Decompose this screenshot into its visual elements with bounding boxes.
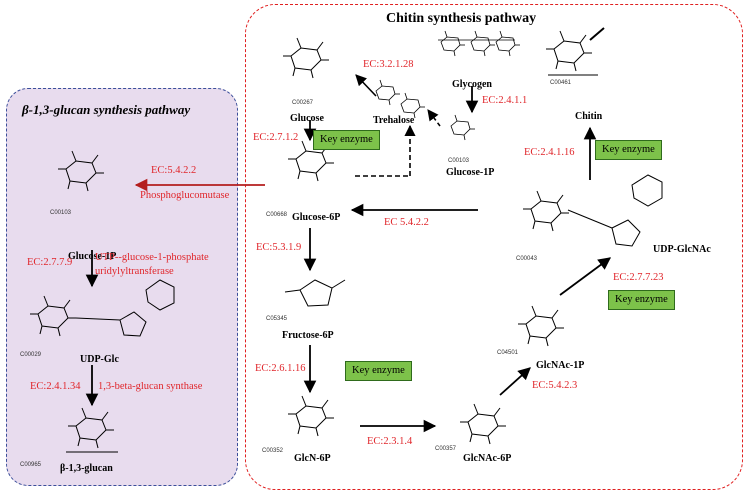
compound-glucose-1p: Glucose-1P: [446, 167, 495, 178]
glucan-pathway-panel: [6, 88, 238, 486]
compound-glucose-1p-glucan: Glucose-1P: [68, 251, 117, 262]
compound-glcn-6p: GlcN-6P: [294, 453, 331, 464]
enzyme-utp-line2: uridylyltransferase: [95, 266, 174, 277]
glcn-6p-structure: [287, 395, 335, 437]
enzyme-ec-3-2-1-28: EC:3.2.1.28: [363, 59, 414, 70]
compound-trehalose: Trehalose: [373, 115, 415, 126]
code-c00043: C00043: [516, 256, 538, 262]
compound-udp-glc: UDP-Glc: [80, 354, 119, 365]
enzyme-ec-2-7-1-2: EC:2.7.1.2: [253, 132, 299, 143]
glycogen-structure: [438, 30, 521, 57]
compound-fructose-6p: Fructose-6P: [282, 330, 334, 341]
enzyme-ec-2-6-1-16: EC:2.6.1.16: [255, 363, 306, 374]
enzyme-ec-2-4-1-16: EC:2.4.1.16: [524, 147, 575, 158]
fructose-6p-structure: [284, 279, 346, 307]
compound-beta-glucan: β-1,3-glucan: [60, 463, 113, 474]
glucan-pathway-title: β-1,3-glucan synthesis pathway: [22, 102, 191, 117]
code-c05345: C05345: [266, 316, 288, 322]
enzyme-glucan-synthase: 1,3-beta-glucan synthase: [98, 381, 203, 392]
enzyme-utp-line1: UTP--glucose-1-phosphate: [95, 252, 209, 263]
code-c00352: C00352: [262, 448, 284, 454]
enzyme-ec-5-4-2-2-glucan: EC:5.4.2.2: [151, 165, 197, 176]
enzyme-ec-2-3-1-4: EC:2.3.1.4: [367, 436, 413, 447]
key-enzyme-badge-ec-2-6-1-16: Key enzyme: [345, 361, 412, 381]
compound-glcnac-6p: GlcNAc-6P: [463, 453, 512, 464]
udp-glc-structure: [29, 279, 175, 337]
chitin-pathway-panel: [245, 4, 743, 490]
enzyme-ec-2-4-1-34: EC:2.4.1.34: [30, 381, 81, 392]
arrow-glcnac1p-to-udpglcnac: [559, 257, 612, 296]
compound-glcnac-1p: GlcNAc-1P: [536, 360, 585, 371]
chitin-structure: [545, 27, 605, 76]
enzyme-ec-2-7-7-9: EC:2.7.7.9: [27, 257, 73, 268]
code-c00668: C00668: [266, 212, 288, 218]
glucose-1p-glucan-structure: [57, 150, 105, 192]
compound-glycogen: Glycogen: [452, 79, 492, 90]
enzyme-ec-5-3-1-9: EC:5.3.1.9: [256, 242, 302, 253]
enzyme-ec-5-4-2-2-chitin: EC 5.4.2.2: [384, 217, 429, 228]
key-enzyme-badge-ec-2-4-1-16: Key enzyme: [595, 140, 662, 160]
arrow-trehalose-to-glucose: [355, 74, 377, 97]
glucose-structure: [282, 37, 330, 79]
code-c04501: C04501: [497, 350, 519, 356]
compound-udp-glcnac: UDP-GlcNAc: [653, 244, 711, 255]
enzyme-ec-2-4-1-1: EC:2.4.1.1: [482, 95, 528, 106]
arrow-glucose1p-to-trehalose: [427, 109, 441, 127]
code-c00103-glucan: C00103: [50, 210, 72, 216]
compound-glucose: Glucose: [290, 113, 324, 124]
key-enzyme-badge-ec-2-7-1-2: Key enzyme: [313, 130, 380, 150]
trehalose-structure: [375, 79, 426, 119]
chitin-pathway-title: Chitin synthesis pathway: [386, 11, 537, 26]
code-c00267: C00267: [292, 100, 314, 106]
arrow-glcnac6p-to-glcnac1p: [499, 367, 531, 396]
enzyme-ec-5-4-2-3: EC:5.4.2.3: [532, 380, 578, 391]
code-c00965: C00965: [20, 462, 42, 468]
glcnac-6p-structure: [459, 403, 507, 445]
glcnac-1p-structure: [517, 305, 565, 347]
compound-chitin: Chitin: [575, 111, 603, 122]
code-c00357: C00357: [435, 446, 457, 452]
code-c00103-chitin: C00103: [448, 158, 470, 164]
beta-glucan-structure: [66, 407, 118, 453]
code-c00461: C00461: [550, 80, 572, 86]
udp-glcnac-structure: [522, 174, 663, 247]
compound-glucose-6p: Glucose-6P: [292, 212, 341, 223]
enzyme-ec-2-7-7-23: EC:2.7.7.23: [613, 272, 664, 283]
glucose-1p-chitin-structure: [450, 114, 476, 141]
key-enzyme-badge-ec-2-7-7-23: Key enzyme: [608, 290, 675, 310]
enzyme-phosphoglucomutase: Phosphoglucomutase: [140, 190, 230, 201]
code-c00029: C00029: [20, 352, 42, 358]
